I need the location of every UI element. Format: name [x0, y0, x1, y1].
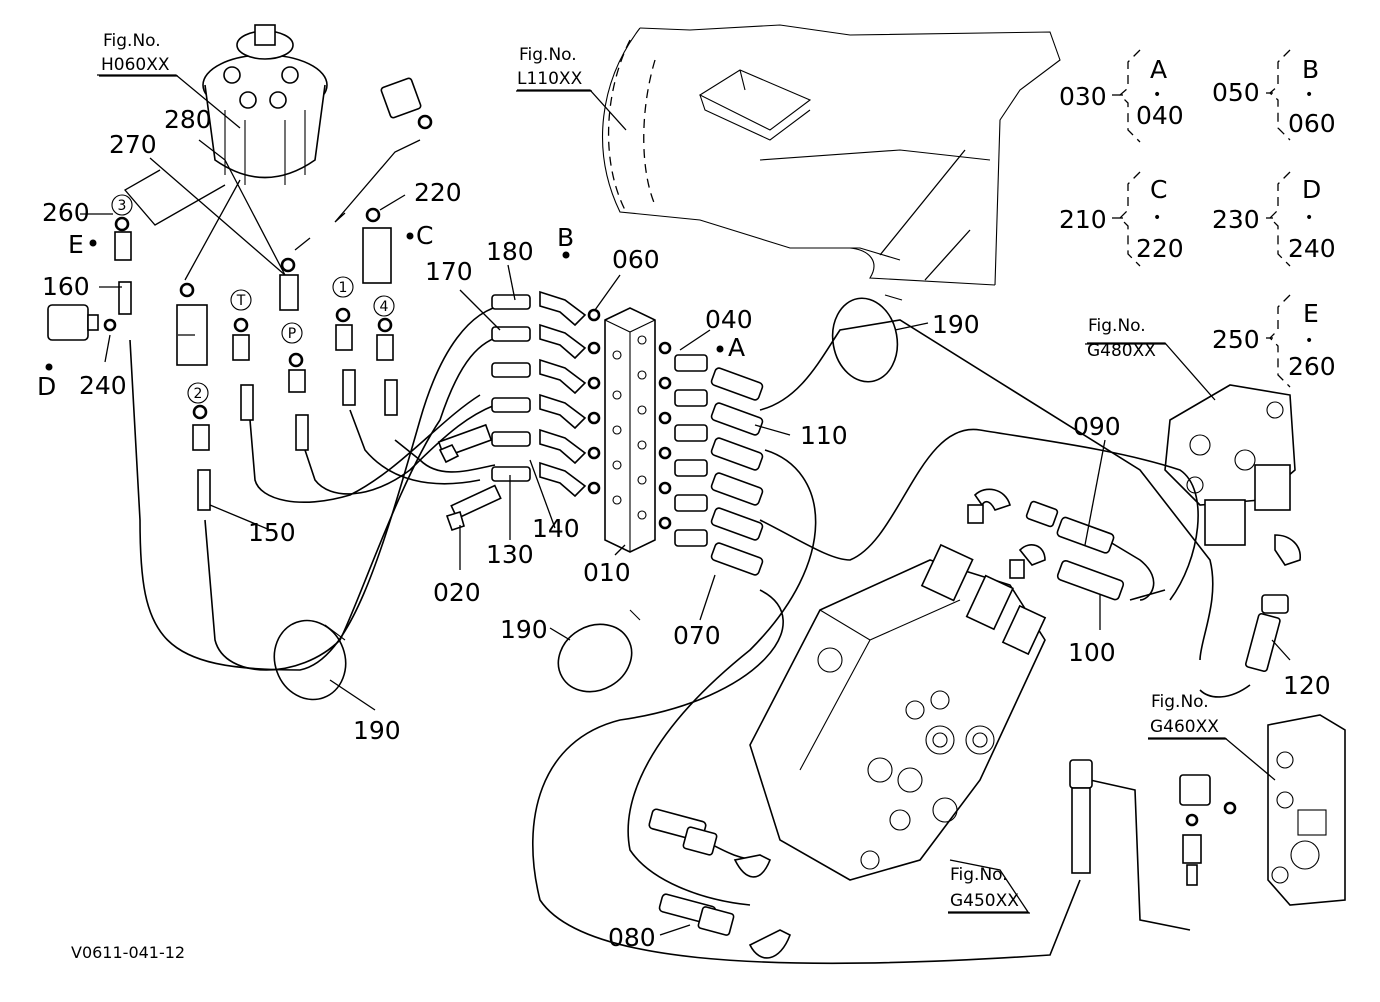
callout-E: E [68, 230, 84, 259]
legend-dot-A: • [1153, 87, 1161, 103]
legend-sub-260: 260 [1288, 352, 1336, 381]
legend-table: 030 A • 040 050 B • 060 210 C • 220 230 … [1059, 55, 1336, 381]
leader-lines [80, 74, 1291, 936]
legend-dot-E: • [1305, 333, 1313, 349]
port-mark-4: 4 [380, 299, 389, 315]
part-060: 060 [612, 245, 660, 274]
fig-g460-code: G460XX [1150, 717, 1219, 737]
fig-g480-code: G480XX [1087, 341, 1156, 361]
misc-fittings [648, 488, 1301, 959]
callout-B: B [557, 223, 574, 252]
legend-dot-B: • [1305, 87, 1313, 103]
legend-code-030: 030 [1059, 82, 1107, 111]
port-mark-2: 2 [194, 386, 203, 402]
port-mark-T: T [236, 293, 246, 309]
legend-code-230: 230 [1212, 205, 1260, 234]
part-150: 150 [248, 518, 296, 547]
port-mark-3: 3 [118, 198, 127, 214]
fig-g450-prefix: Fig.No. [950, 865, 1008, 885]
diagram-id: V0611-041-12 [71, 943, 185, 962]
part-number-labels: 010 020 040 060 070 080 090 100 110 120 … [42, 105, 1331, 952]
part-100: 100 [1068, 638, 1116, 667]
legend-brackets [1112, 49, 1291, 388]
callout-D: D [37, 372, 56, 401]
solenoid-valve-block [1164, 384, 1296, 546]
legend-letter-B: B [1302, 55, 1319, 84]
part-220: 220 [414, 178, 462, 207]
part-090: 090 [1073, 412, 1121, 441]
manifold-left-fittings [437, 290, 601, 532]
part-190-top: 190 [932, 310, 980, 339]
legend-sub-240: 240 [1288, 234, 1336, 263]
part-240: 240 [79, 371, 127, 400]
callout-letters: A B C D E [37, 221, 745, 401]
part-120: 120 [1283, 671, 1331, 700]
fig-g450-code: G450XX [950, 891, 1019, 911]
part-080: 080 [608, 923, 656, 952]
part-110: 110 [800, 421, 848, 450]
part-260: 260 [42, 198, 90, 227]
callout-C: C [416, 221, 433, 250]
control-valve-assembly [749, 543, 1047, 881]
fig-g480-prefix: Fig.No. [1088, 316, 1146, 336]
part-020: 020 [433, 578, 481, 607]
legend-dot-C: • [1153, 210, 1161, 226]
callout-A: A [728, 333, 745, 362]
fig-l110-code: L110XX [517, 69, 583, 89]
part-130: 130 [486, 540, 534, 569]
fig-g460-prefix: Fig.No. [1151, 692, 1209, 712]
legend-sub-220: 220 [1136, 234, 1184, 263]
legend-code-210: 210 [1059, 205, 1107, 234]
part-190-bottom: 190 [353, 716, 401, 745]
fig-h060-code: H060XX [101, 55, 170, 75]
legend-dot-D: • [1305, 210, 1313, 226]
legend-letter-D: D [1302, 175, 1321, 204]
tractor-body-outline [602, 24, 1061, 286]
legend-code-050: 050 [1212, 78, 1260, 107]
part-010: 010 [583, 558, 631, 587]
legend-sub-060: 060 [1288, 109, 1336, 138]
legend-letter-C: C [1150, 175, 1167, 204]
part-170: 170 [425, 257, 473, 286]
pilot-line-fittings [47, 77, 433, 511]
manifold-block [604, 307, 656, 553]
part-160: 160 [42, 272, 90, 301]
pilot-valve-joystick [202, 24, 328, 185]
port-circles [111, 194, 395, 404]
hydraulic-pump-block [1267, 714, 1346, 906]
part-040: 040 [705, 305, 753, 334]
part-070: 070 [673, 621, 721, 650]
part-180: 180 [486, 237, 534, 266]
callout-dots [45, 232, 724, 371]
part-270: 270 [109, 130, 157, 159]
port-circle-marks: 3 2 T P 1 4 [118, 198, 389, 402]
fig-l110-prefix: Fig.No. [519, 45, 577, 65]
fig-h060-prefix: Fig.No. [103, 31, 161, 51]
part-280: 280 [164, 105, 212, 134]
legend-letter-A: A [1150, 55, 1167, 84]
part-140: 140 [532, 514, 580, 543]
manifold-right-fittings [658, 341, 764, 576]
legend-letter-E: E [1303, 299, 1319, 328]
port-mark-1: 1 [339, 280, 348, 296]
legend-sub-040: 040 [1136, 101, 1184, 130]
fig-underlines [99, 75, 1227, 914]
legend-code-250: 250 [1212, 325, 1260, 354]
part-190-middle: 190 [500, 615, 548, 644]
fig-reference-labels: Fig.No. H060XX Fig.No. L110XX Fig.No. G4… [101, 31, 1219, 911]
hose-clamps [273, 294, 903, 701]
port-mark-P: P [288, 326, 296, 342]
